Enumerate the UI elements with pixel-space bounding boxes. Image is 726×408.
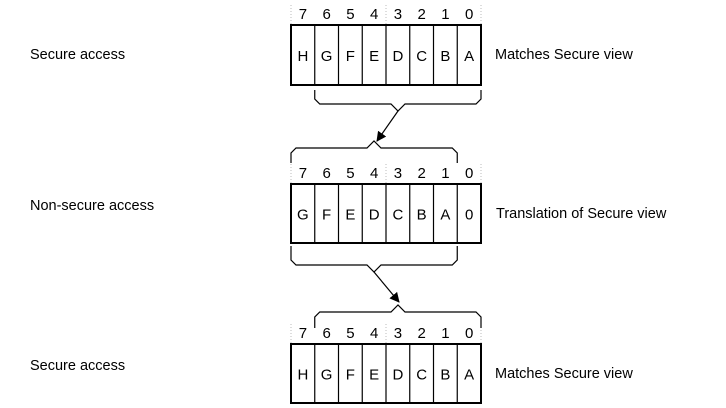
- cell-value: D: [392, 367, 403, 384]
- arrow-row2-to-row3: [373, 271, 400, 303]
- row3-right-label: Matches Secure view: [495, 366, 633, 382]
- bit-number: 2: [417, 325, 425, 342]
- row2-left-label: Non-secure access: [30, 198, 155, 214]
- cell-value: F: [322, 207, 331, 224]
- brace-row3-above: [314, 304, 482, 328]
- bit-number: 4: [370, 6, 378, 23]
- row3-left-label: Secure access: [30, 358, 126, 374]
- bit-number: 1: [441, 325, 449, 342]
- cell-value: C: [416, 367, 427, 384]
- cell-value: H: [297, 48, 308, 65]
- bit-number: 3: [394, 165, 402, 182]
- bit-number: 4: [370, 165, 378, 182]
- bit-number: 6: [322, 325, 330, 342]
- cell-value: C: [392, 207, 403, 224]
- row1-right-label: Matches Secure view: [495, 47, 633, 63]
- row1-left-label: Secure access: [30, 47, 126, 63]
- cell-value: F: [346, 48, 355, 65]
- cell-value: A: [464, 48, 474, 65]
- cell-value: E: [369, 48, 379, 65]
- bit-number: 0: [465, 325, 473, 342]
- bit-number: 1: [441, 6, 449, 23]
- arrow-row1-to-row2: [376, 110, 399, 142]
- cell-value: F: [346, 367, 355, 384]
- cell-value: 0: [465, 207, 473, 224]
- bit-number: 6: [322, 6, 330, 23]
- cell-value: H: [297, 367, 308, 384]
- cell-value: D: [369, 207, 380, 224]
- brace-row1-below: [314, 90, 482, 112]
- bit-number: 2: [417, 6, 425, 23]
- cell-value: A: [464, 367, 474, 384]
- bit-number: 1: [441, 165, 449, 182]
- cell-value: A: [440, 207, 450, 224]
- cell-value: B: [417, 207, 427, 224]
- bit-number: 0: [465, 6, 473, 23]
- bit-number: 3: [394, 325, 402, 342]
- row2-right-label: Translation of Secure view: [496, 206, 667, 222]
- bit-number: 7: [299, 6, 307, 23]
- cell-value: B: [440, 48, 450, 65]
- bit-number: 5: [346, 325, 354, 342]
- bit-number: 7: [299, 325, 307, 342]
- bit-number: 3: [394, 6, 402, 23]
- bit-number: 4: [370, 325, 378, 342]
- cell-value: C: [416, 48, 427, 65]
- bit-number: 6: [322, 165, 330, 182]
- cell-value: G: [321, 367, 333, 384]
- cell-value: G: [321, 48, 333, 65]
- bit-number: 0: [465, 165, 473, 182]
- cell-value: B: [440, 367, 450, 384]
- bit-number: 5: [346, 6, 354, 23]
- cell-value: G: [297, 207, 309, 224]
- cell-value: D: [392, 48, 403, 65]
- bit-number: 2: [417, 165, 425, 182]
- brace-row2-above: [290, 140, 458, 163]
- bit-number: 5: [346, 165, 354, 182]
- cell-value: E: [345, 207, 355, 224]
- cell-value: E: [369, 367, 379, 384]
- brace-row2-below: [290, 246, 458, 273]
- bit-number: 7: [299, 165, 307, 182]
